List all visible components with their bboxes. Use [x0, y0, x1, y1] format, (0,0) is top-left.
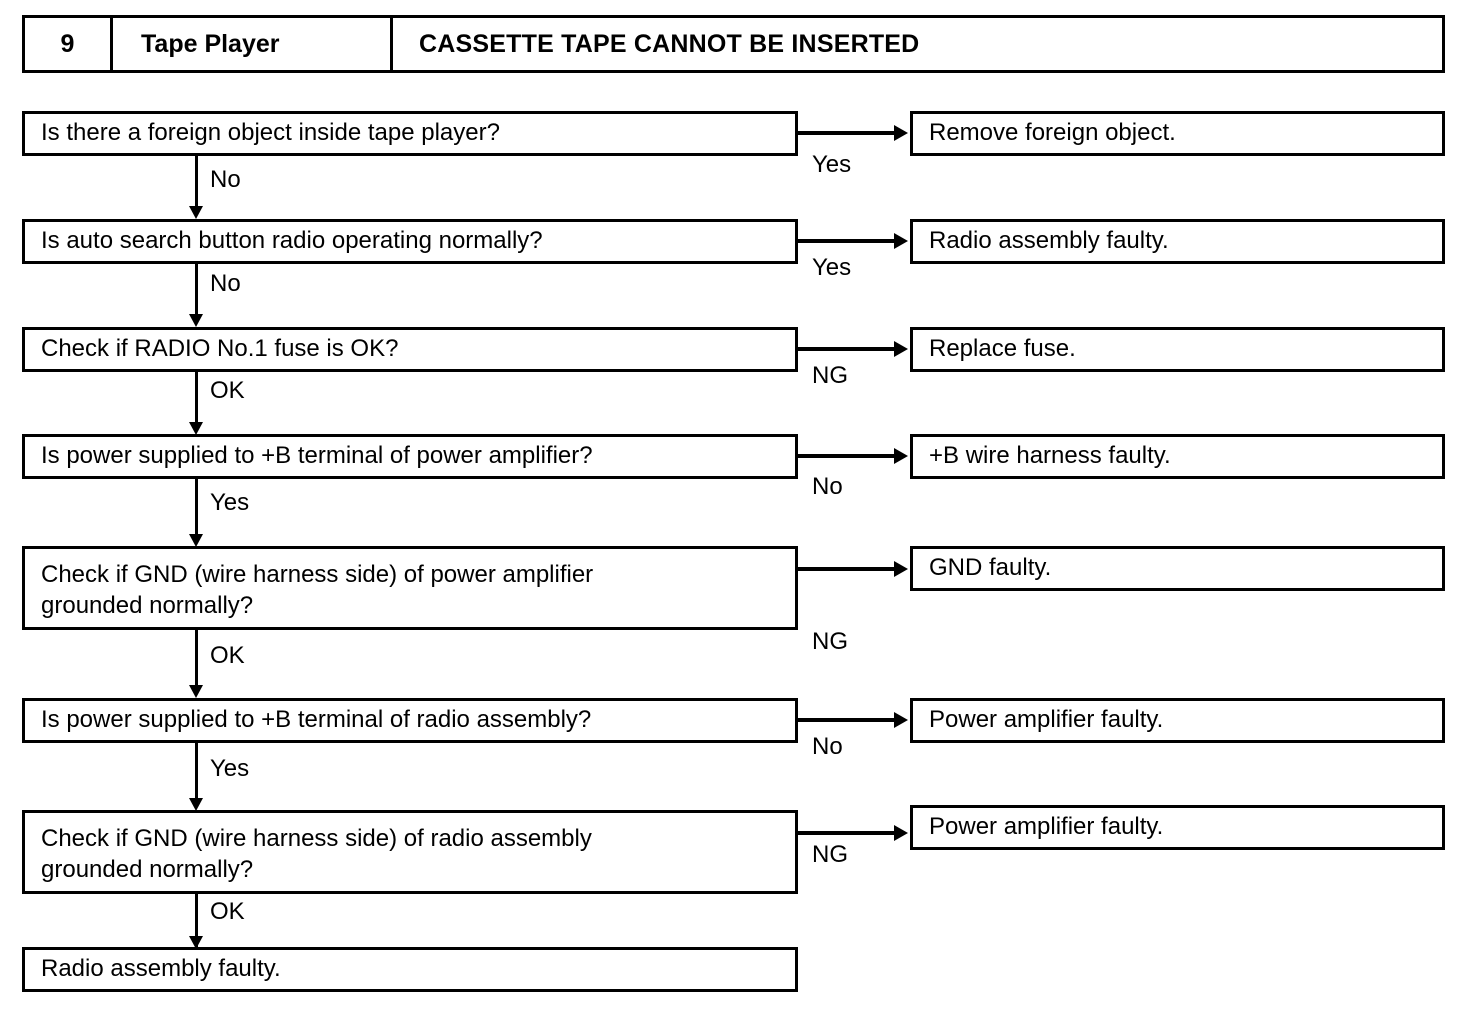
flow-arrowhead-6: [189, 798, 203, 811]
flow-arrowhead-4: [189, 534, 203, 547]
flow-label-7: OK: [210, 898, 245, 925]
branch-label-5: NG: [812, 628, 848, 655]
result-box-3: Replace fuse.: [910, 327, 1445, 372]
flow-arrowhead-7: [189, 936, 203, 949]
result-text-1: Remove foreign object.: [929, 119, 1176, 147]
flow-line-4: [195, 479, 198, 541]
branch-arrowhead-6: [894, 712, 908, 728]
branch-line-6: [798, 718, 896, 722]
flow-arrowhead-1: [189, 206, 203, 219]
branch-line-7: [798, 831, 896, 835]
branch-arrowhead-3: [894, 341, 908, 357]
flow-line-5: [195, 630, 198, 692]
result-box-7: Power amplifier faulty.: [910, 805, 1445, 850]
branch-arrowhead-1: [894, 125, 908, 141]
header-cell-number: 9: [25, 18, 113, 70]
branch-line-2: [798, 239, 896, 243]
flow-label-2: No: [210, 270, 241, 297]
terminal-box: Radio assembly faulty.: [22, 947, 798, 992]
flow-arrowhead-3: [189, 422, 203, 435]
question-text-4: Is power supplied to +B terminal of powe…: [41, 442, 593, 470]
branch-label-7: NG: [812, 841, 848, 868]
question-text-3: Check if RADIO No.1 fuse is OK?: [41, 335, 399, 363]
branch-arrowhead-7: [894, 825, 908, 841]
header-cell-symptom: CASSETTE TAPE CANNOT BE INSERTED: [419, 29, 920, 58]
header-cell-system: Tape Player: [113, 18, 393, 70]
branch-label-4: No: [812, 473, 843, 500]
question-box-1: Is there a foreign object inside tape pl…: [22, 111, 798, 156]
flow-line-7: [195, 894, 198, 952]
result-box-1: Remove foreign object.: [910, 111, 1445, 156]
branch-label-2: Yes: [812, 254, 852, 281]
result-box-2: Radio assembly faulty.: [910, 219, 1445, 264]
result-box-5: GND faulty.: [910, 546, 1445, 591]
question-box-7: Check if GND (wire harness side) of radi…: [22, 810, 798, 894]
flow-line-6: [195, 743, 198, 805]
question-text-1: Is there a foreign object inside tape pl…: [41, 119, 500, 147]
branch-arrowhead-4: [894, 448, 908, 464]
flow-line-1: [195, 156, 198, 211]
result-box-6: Power amplifier faulty.: [910, 698, 1445, 743]
branch-line-3: [798, 347, 896, 351]
flow-label-6: Yes: [210, 755, 250, 782]
flow-label-5: OK: [210, 642, 245, 669]
result-text-5: GND faulty.: [929, 554, 1052, 582]
terminal-text: Radio assembly faulty.: [41, 955, 281, 983]
branch-arrowhead-5: [894, 561, 908, 577]
branch-line-4: [798, 454, 896, 458]
result-text-3: Replace fuse.: [929, 335, 1076, 363]
flow-label-4: Yes: [210, 489, 250, 516]
branch-arrowhead-2: [894, 233, 908, 249]
result-text-4: +B wire harness faulty.: [929, 442, 1171, 470]
question-text-7: Check if GND (wire harness side) of radi…: [41, 825, 592, 883]
result-text-7: Power amplifier faulty.: [929, 813, 1164, 841]
branch-line-1: [798, 131, 896, 135]
branch-label-3: NG: [812, 362, 848, 389]
flow-line-2: [195, 264, 198, 319]
branch-label-6: No: [812, 733, 843, 760]
flow-line-3: [195, 372, 198, 427]
question-box-3: Check if RADIO No.1 fuse is OK?: [22, 327, 798, 372]
branch-line-5: [798, 567, 896, 571]
question-text-5: Check if GND (wire harness side) of powe…: [41, 561, 594, 619]
question-text-6: Is power supplied to +B terminal of radi…: [41, 706, 592, 734]
flow-label-1: No: [210, 166, 241, 193]
question-box-2: Is auto search button radio operating no…: [22, 219, 798, 264]
question-text-2: Is auto search button radio operating no…: [41, 227, 543, 255]
flow-arrowhead-2: [189, 314, 203, 327]
question-box-4: Is power supplied to +B terminal of powe…: [22, 434, 798, 479]
flow-arrowhead-5: [189, 685, 203, 698]
question-box-6: Is power supplied to +B terminal of radi…: [22, 698, 798, 743]
branch-label-1: Yes: [812, 151, 852, 178]
result-text-2: Radio assembly faulty.: [929, 227, 1169, 255]
question-box-5: Check if GND (wire harness side) of powe…: [22, 546, 798, 630]
result-box-4: +B wire harness faulty.: [910, 434, 1445, 479]
flow-label-3: OK: [210, 377, 245, 404]
result-text-6: Power amplifier faulty.: [929, 706, 1164, 734]
symptom-header-table: 9 Tape Player CASSETTE TAPE CANNOT BE IN…: [22, 15, 1445, 73]
